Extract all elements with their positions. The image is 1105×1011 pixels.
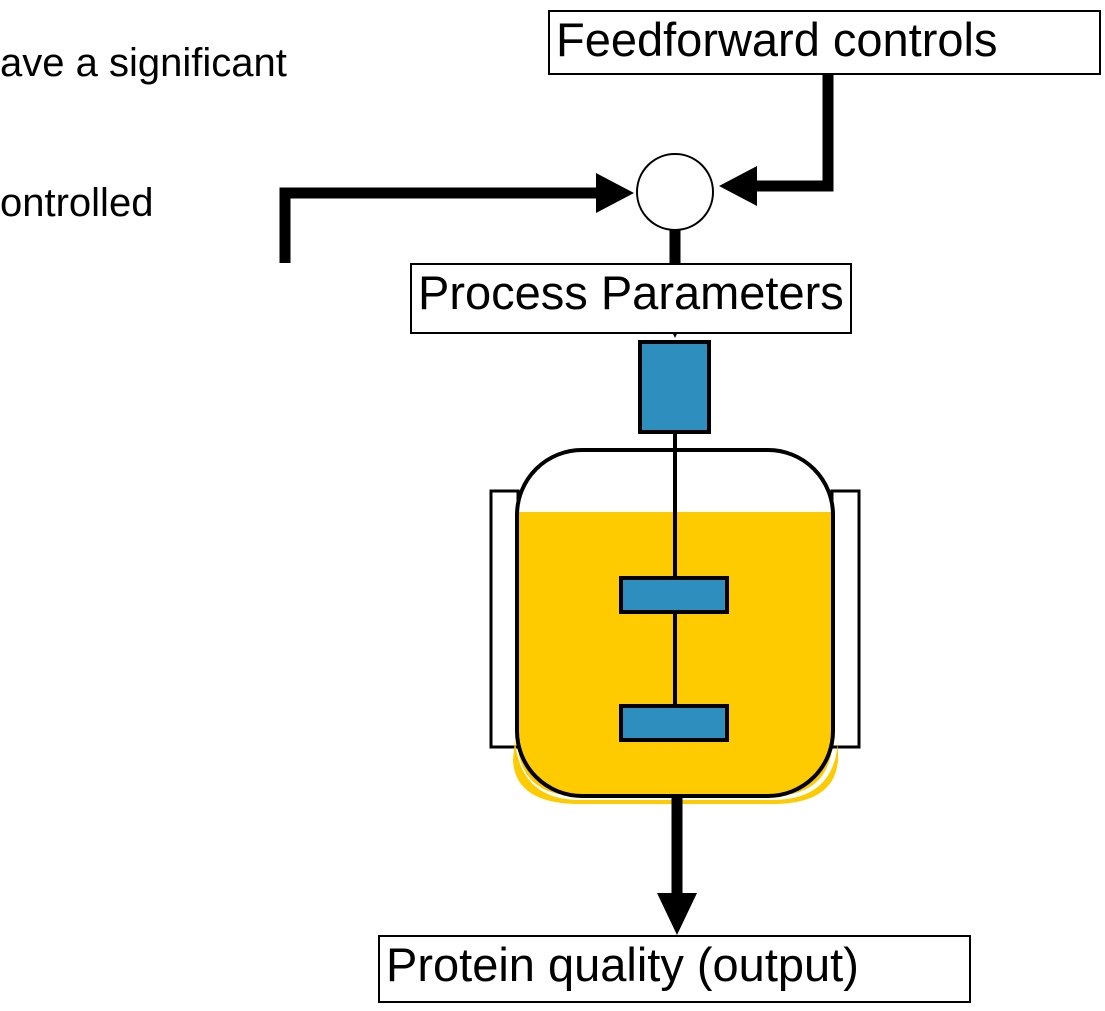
upper-impeller-blade <box>619 576 729 614</box>
summing-junction <box>636 153 714 231</box>
left-jacket <box>489 489 520 749</box>
protein-quality-output-label: Protein quality (output) <box>386 938 859 991</box>
motor-block <box>638 340 711 434</box>
feedforward-controls-box: Feedforward controls <box>548 10 1101 75</box>
right-jacket <box>830 489 861 749</box>
cropped-slide-text-line-2: ontrolled <box>0 181 154 225</box>
lower-impeller-blade <box>619 704 729 742</box>
feedforward-controls-label: Feedforward controls <box>556 13 998 66</box>
liquid-shadow <box>513 740 838 804</box>
process-connector-line <box>279 187 596 263</box>
output-arrowhead <box>657 893 697 935</box>
cropped-slide-text-line-1: ave a significant <box>0 41 287 85</box>
feedforward-connector-line <box>755 75 834 192</box>
process-parameters-box: Process Parameters <box>410 263 852 334</box>
feedforward-arrowhead <box>719 166 757 206</box>
process-parameters-label: Process Parameters <box>418 266 844 319</box>
protein-quality-output-box: Protein quality (output) <box>378 935 971 1003</box>
process-arrowhead <box>596 173 634 213</box>
